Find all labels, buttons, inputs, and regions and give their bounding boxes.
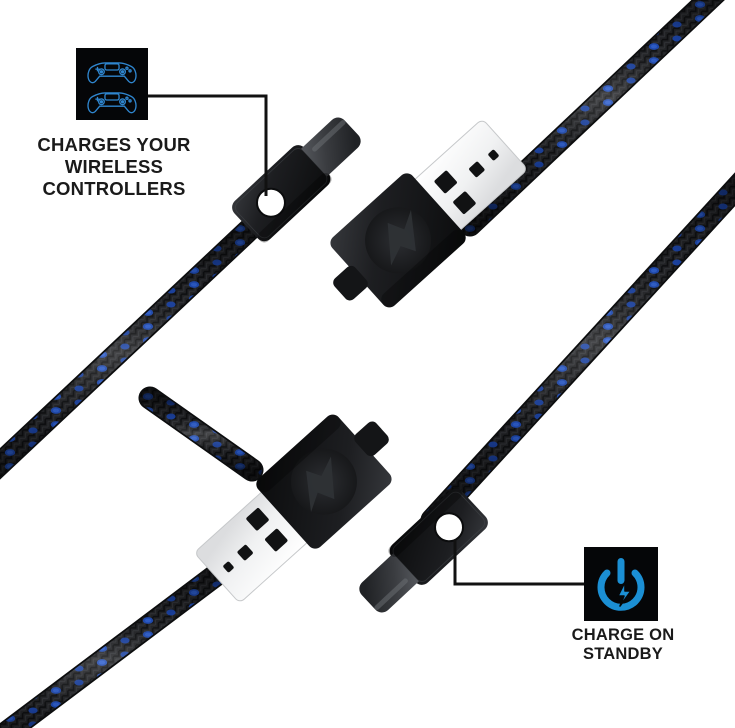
arrow-bolt-logo-lower: [306, 456, 335, 513]
usb-c-connector-ring-upper-cable: [256, 188, 285, 217]
callout-charge-on-standby: [453, 540, 658, 621]
usb-c-connector-ring-lower-cable: [435, 513, 464, 542]
usb-c-connector-upper: [232, 117, 361, 243]
usb-c-tip-lower: [359, 553, 419, 613]
callout-charges-your-wireless-controllers: [76, 48, 268, 196]
callout-label-charges-your-wireless-controllers: CHARGES YOUR WIRELESS CONTROLLERS: [37, 134, 191, 199]
usb-a-plug-lower: [196, 490, 309, 602]
leader-line-controllers: [148, 94, 268, 196]
upper-cable-braid-left: [0, 200, 280, 480]
usb-a-plug-upper: [413, 120, 526, 232]
usb-c-connector-lower: [359, 487, 488, 613]
usb-a-connector-upper: [330, 120, 526, 308]
dual-controllers-icon: [76, 48, 148, 120]
callout-label-charge-on-standby: CHARGE ON STANDBY: [571, 626, 675, 664]
power-bolt-icon: [584, 547, 658, 621]
power-ring: [597, 569, 645, 611]
power-stem: [617, 558, 625, 584]
arrow-bolt-logo-upper: [387, 209, 416, 266]
upper-cable-braid-right: [458, 0, 725, 237]
lower-cable-braid-upper: [138, 386, 264, 482]
lower-cable-braid-left: [0, 548, 248, 728]
lightning-bolt: [617, 581, 632, 607]
lower-cable-braid-right: [420, 172, 735, 532]
leader-line-standby: [453, 540, 584, 586]
lower-cable: [0, 172, 735, 728]
upper-cable: [0, 0, 725, 480]
usb-a-connector-lower: [196, 414, 392, 602]
usb-c-tip: [301, 117, 361, 177]
